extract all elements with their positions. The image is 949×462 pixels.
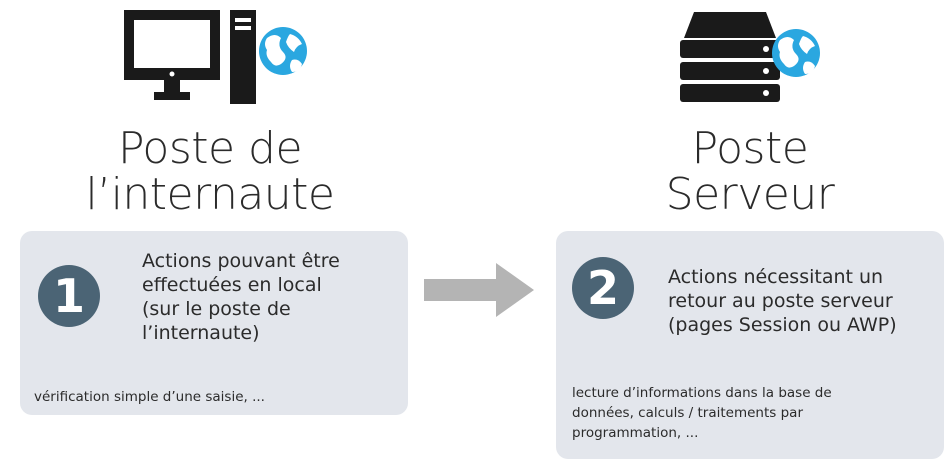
left-main-line2: effectuées en local [142,274,322,296]
step-2-badge: 2 [572,257,634,319]
left-main-line3: (sur le poste de [142,298,291,320]
right-main-line3: (pages Session ou AWP) [668,314,897,336]
right-detail-text: lecture d’informations dans la base de d… [572,383,932,443]
left-panel: 1 Actions pouvant être effectuées en loc… [20,231,408,415]
left-main-line4: l’internaute) [142,322,260,344]
left-detail-text: vérification simple d’une saisie, ... [34,389,265,405]
left-title: Poste de l’internaute [60,126,360,218]
right-main-line2: retour au poste serveur [668,290,893,312]
desktop-computer-globe-icon [124,10,307,104]
right-panel: 2 Actions nécessitant un retour au poste… [556,231,944,459]
step-1-badge: 1 [38,265,100,327]
right-detail-line2: données, calculs / traitements par [572,405,803,421]
server-globe-icon [680,12,820,102]
left-main-line1: Actions pouvant être [142,250,340,272]
left-title-line2: l’internaute [85,169,335,220]
right-title: Poste Serveur [600,126,900,218]
right-detail-line3: programmation, ... [572,425,699,441]
left-title-line1: Poste de [117,123,303,174]
right-detail-line1: lecture d’informations dans la base de [572,385,832,401]
right-main-text: Actions nécessitant un retour au poste s… [668,265,938,337]
right-arrow-icon [424,263,534,317]
right-main-line1: Actions nécessitant un [668,266,884,288]
left-main-text: Actions pouvant être effectuées en local… [142,249,402,345]
right-title-line2: Serveur [665,169,835,220]
right-title-line1: Poste [691,123,809,174]
